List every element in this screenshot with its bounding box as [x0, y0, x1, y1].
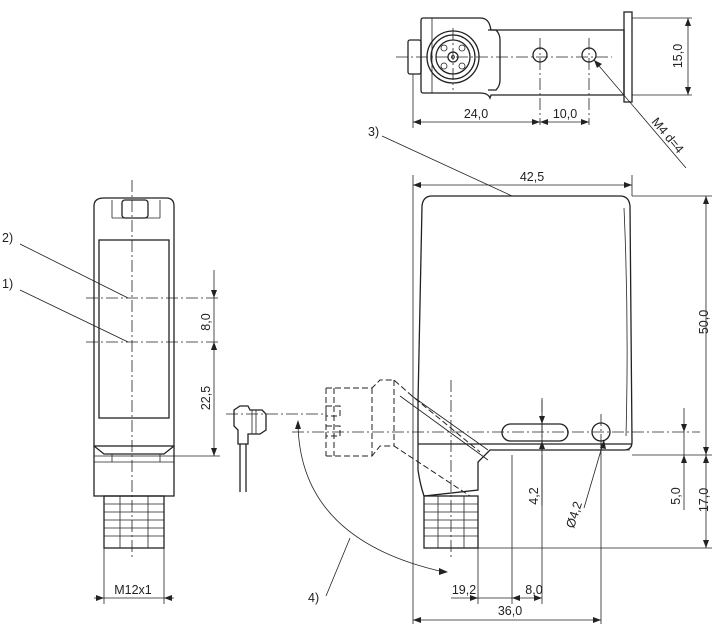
side-view: 42,5 50,0 5,0 17,0 4,2 Ø4,2 19,2 8,0 — [292, 125, 712, 624]
dim-10: 10,0 — [553, 107, 577, 121]
dim-42-5: 42,5 — [520, 170, 544, 184]
thread-note: M4 d=4 — [649, 115, 687, 156]
dim-24: 24,0 — [464, 107, 488, 121]
dim-m12: M12x1 — [114, 583, 152, 597]
front-view: 2) 1) 8,0 22,5 M12x1 — [2, 180, 220, 604]
dim-19-2: 19,2 — [452, 583, 476, 597]
callout-2: 2) — [2, 231, 13, 245]
top-view: 15,0 24,0 10,0 M4 d=4 — [396, 11, 692, 169]
dim-22-5: 22,5 — [199, 386, 213, 410]
dim-15: 15,0 — [671, 44, 685, 68]
dim-5: 5,0 — [669, 487, 683, 504]
callout-3: 3) — [368, 125, 379, 139]
dim-8-bottom: 8,0 — [525, 583, 542, 597]
dim-17: 17,0 — [697, 488, 711, 512]
callout-4: 4) — [308, 591, 319, 605]
dim-50: 50,0 — [697, 310, 711, 334]
dim-dia-4-2: Ø4,2 — [563, 500, 585, 530]
dim-4-2: 4,2 — [527, 487, 541, 504]
callout-1: 1) — [2, 277, 13, 291]
dim-8-front: 8,0 — [199, 313, 213, 330]
dim-36: 36,0 — [498, 604, 522, 618]
angled-connector — [226, 405, 326, 492]
